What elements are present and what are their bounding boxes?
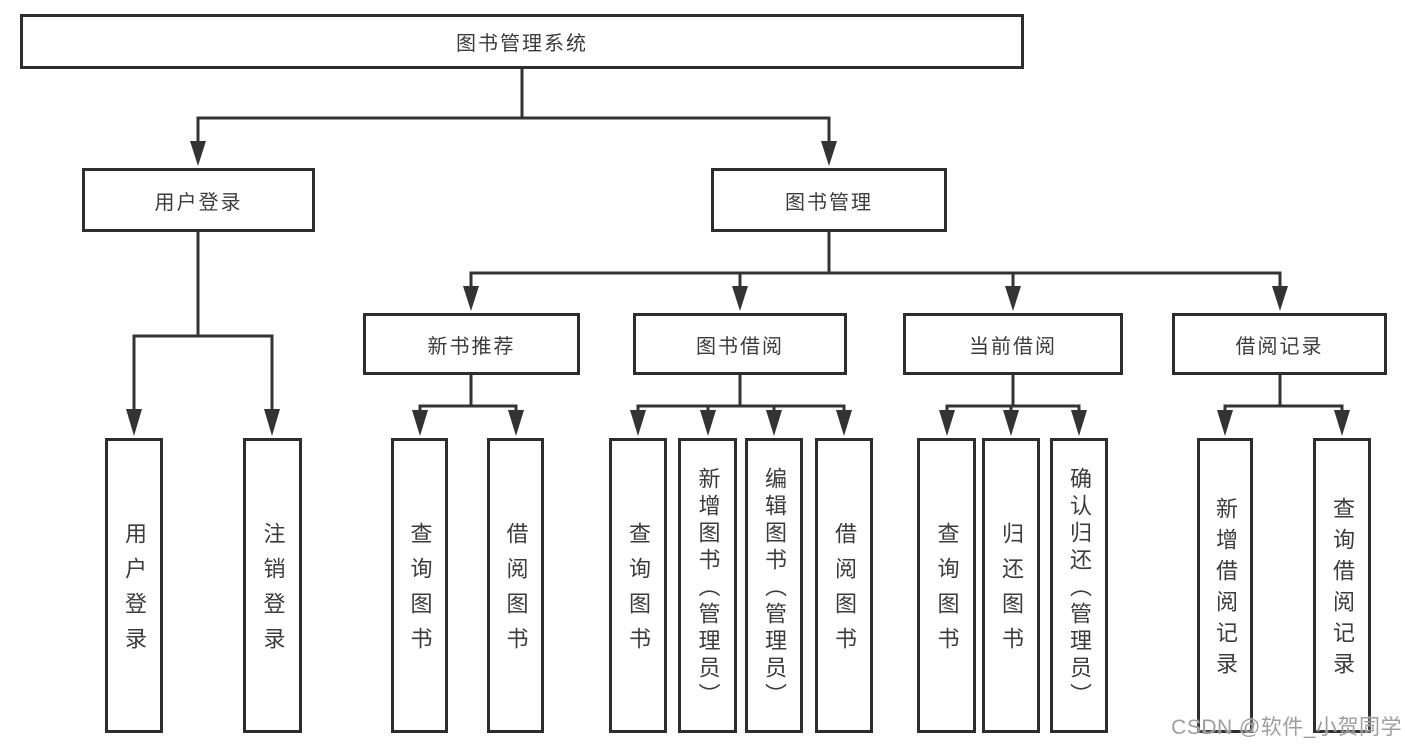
leaf-add-borrow-record: 新增借阅记录 <box>1197 438 1253 733</box>
leaf-label: 查询图书 <box>626 522 651 662</box>
leaf-edit-books-admin: 编辑图书（管理员） <box>745 438 803 733</box>
node-book-borrowing: 图书借阅 <box>633 313 847 375</box>
node-root: 图书管理系统 <box>20 14 1024 69</box>
node-new-book-recommend: 新书推荐 <box>363 313 580 375</box>
leaf-borrow-books-recommend: 借阅图书 <box>487 438 544 733</box>
leaf-label: 新增图书（管理员） <box>695 466 721 710</box>
leaf-label: 确认归还（管理员） <box>1067 466 1092 710</box>
leaf-label: 借阅图书 <box>503 522 529 662</box>
leaf-label: 查询图书 <box>934 522 960 662</box>
leaf-label: 查询借阅记录 <box>1330 497 1355 683</box>
leaf-query-borrow-record: 查询借阅记录 <box>1313 438 1371 733</box>
node-new-book-recommend-label: 新书推荐 <box>427 335 516 358</box>
node-borrowing-records: 借阅记录 <box>1172 313 1387 375</box>
node-borrowing-records-label: 借阅记录 <box>1235 335 1324 358</box>
leaf-label: 新增借阅记录 <box>1213 497 1238 683</box>
leaf-query-books-current: 查询图书 <box>917 438 976 733</box>
leaf-query-books-recommend: 查询图书 <box>391 438 448 733</box>
leaf-label: 注销登录 <box>260 522 286 662</box>
leaf-label: 用户登录 <box>122 522 147 662</box>
csdn-watermark: CSDN @软件_小贺同学 <box>1171 716 1402 739</box>
leaf-query-books-borrowing: 查询图书 <box>609 438 667 733</box>
node-current-borrowing-label: 当前借阅 <box>969 335 1057 358</box>
node-root-label: 图书管理系统 <box>456 33 588 55</box>
node-book-management: 图书管理 <box>711 168 947 232</box>
leaf-label: 归还图书 <box>999 522 1024 662</box>
leaf-borrow-books-borrowing: 借阅图书 <box>815 438 873 733</box>
node-book-borrowing-label: 图书借阅 <box>696 335 784 358</box>
node-user-login: 用户登录 <box>82 168 315 232</box>
leaf-user-login: 用户登录 <box>105 438 163 733</box>
leaf-label: 查询图书 <box>407 522 433 662</box>
leaf-label: 借阅图书 <box>832 522 857 662</box>
leaf-add-books-admin: 新增图书（管理员） <box>678 438 737 733</box>
leaf-logout: 注销登录 <box>243 438 302 733</box>
leaf-return-books: 归还图书 <box>982 438 1040 733</box>
node-current-borrowing: 当前借阅 <box>903 313 1123 375</box>
node-book-management-label: 图书管理 <box>785 191 873 214</box>
leaf-label: 编辑图书（管理员） <box>762 466 787 710</box>
node-user-login-label: 用户登录 <box>154 191 243 214</box>
leaf-confirm-return-admin: 确认归还（管理员） <box>1050 438 1108 733</box>
